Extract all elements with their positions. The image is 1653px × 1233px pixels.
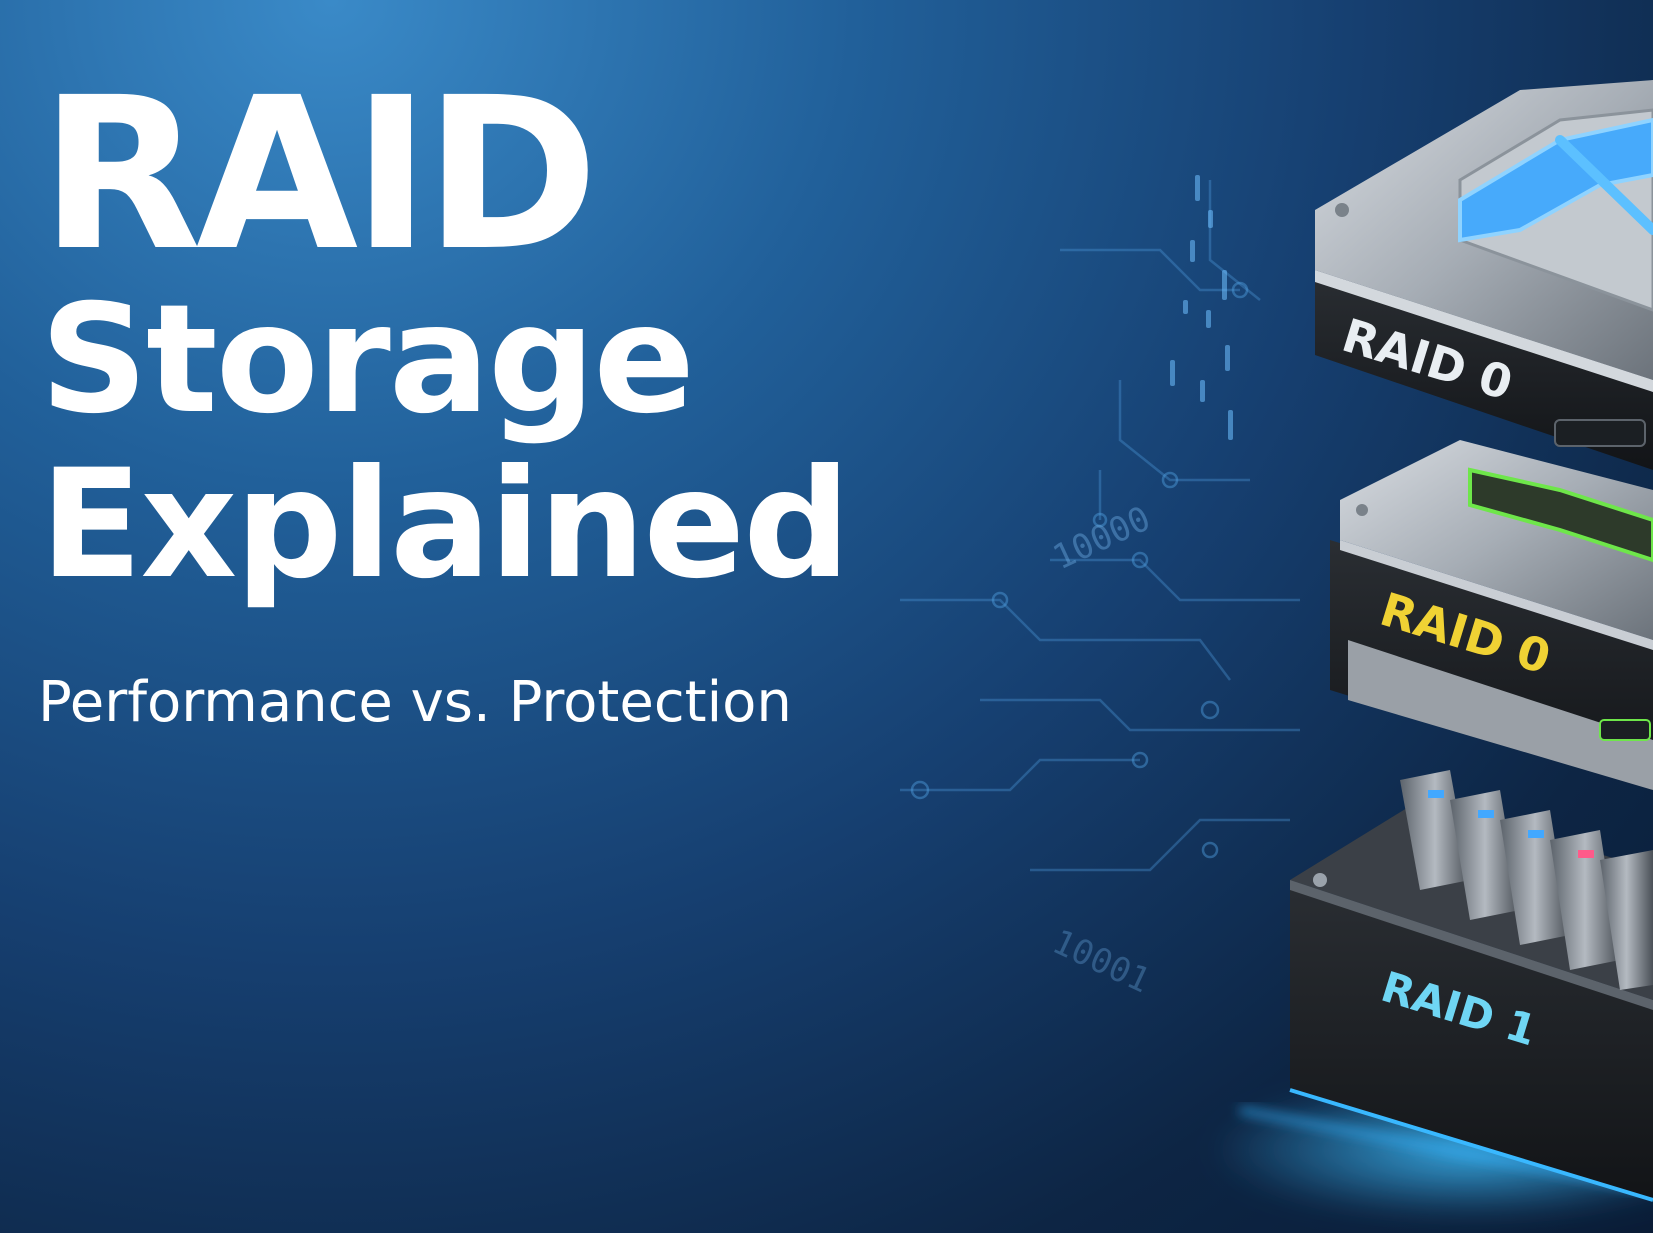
headline-line-2: Storage [40, 273, 695, 447]
drive-raid1 [1289, 770, 1653, 1202]
headline-line-1: RAID [40, 52, 599, 297]
green-connector [1468, 467, 1653, 563]
subtitle: Performance vs. Protection [38, 670, 792, 735]
circuit-nodes [910, 281, 1249, 859]
binary-streams [1170, 175, 1233, 440]
drive-bays [1400, 770, 1653, 990]
circuit-text-2: 10001 [1046, 922, 1156, 1002]
headline-line-3: Explained [40, 438, 851, 612]
blue-heatpipe [1458, 117, 1653, 243]
drive-raid0-top [1315, 80, 1653, 470]
drive-raid0-middle [1330, 440, 1653, 790]
circuit-traces [900, 180, 1300, 872]
